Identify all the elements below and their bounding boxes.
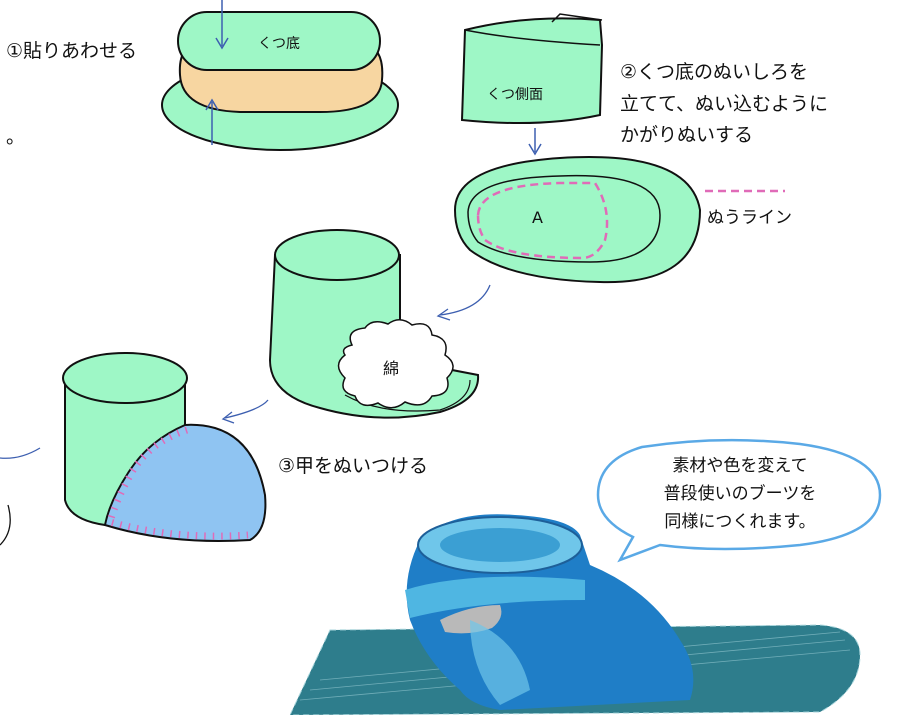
step1-label: ①貼りあわせる xyxy=(6,40,137,62)
side-label: くつ側面 xyxy=(487,87,543,103)
step2-line2: 立てて、ぬい込むように xyxy=(620,93,828,115)
boot-with-instep xyxy=(62,352,267,542)
felt-boot-photo xyxy=(289,514,861,715)
step1-sole-stack xyxy=(161,0,399,151)
curved-arrow xyxy=(439,284,491,316)
step2-line1: ②くつ底のぬいしろを xyxy=(620,61,808,83)
shoe-side-band xyxy=(460,13,604,156)
bubble-line3: 同様につくれます。 xyxy=(664,512,815,532)
step2-line3: かがりぬいする xyxy=(620,124,753,146)
step3-label: ③甲をぬいつける xyxy=(278,455,428,477)
stray-period: 。 xyxy=(6,126,25,148)
curved-arrow xyxy=(224,399,269,419)
sole-with-sew-line xyxy=(453,156,785,284)
cotton-label: 綿 xyxy=(383,359,399,378)
sole-label: くつ底 xyxy=(258,36,300,52)
boot-with-cotton xyxy=(268,229,480,419)
cotton-cloud xyxy=(337,319,454,409)
sew-line-legend-label: ぬうライン xyxy=(707,208,792,228)
speech-bubble xyxy=(596,438,882,563)
bubble-line1: 素材や色を変えて xyxy=(672,456,807,476)
bubble-line2: 普段使いのブーツを xyxy=(664,483,817,504)
point-a-label: A xyxy=(532,208,543,227)
